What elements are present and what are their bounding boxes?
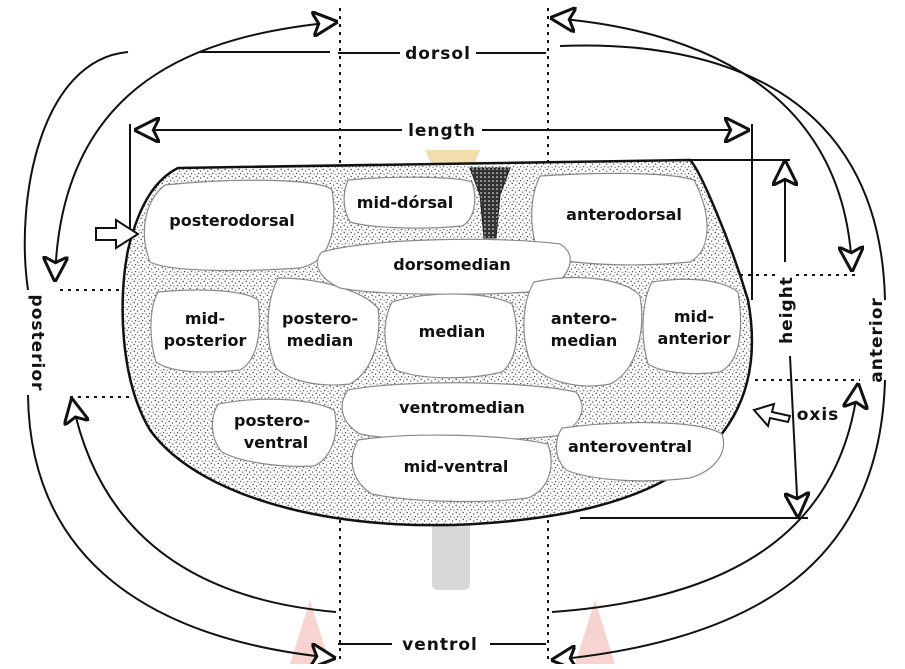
label-posteromedian-2: median	[287, 331, 354, 350]
label-posteromedian-1: postero-	[282, 309, 358, 328]
label-length: length	[408, 121, 476, 141]
cell-mid-anterior	[643, 279, 740, 373]
label-ventromedian: ventromedian	[399, 398, 525, 417]
label-median: median	[419, 322, 486, 341]
label-anteromedian-2: median	[551, 331, 618, 350]
label-dorsal: dorsol	[405, 44, 471, 64]
label-anteroventral: anteroventral	[568, 437, 692, 456]
label-mid-ventral: mid-ventral	[404, 457, 509, 476]
label-posterior: posterior	[27, 295, 47, 392]
label-mid-posterior-1: mid-	[185, 309, 225, 328]
label-mid-anterior-1: mid-	[674, 307, 714, 326]
pointer-arrow-icon	[754, 404, 790, 426]
label-height: height	[777, 276, 797, 344]
label-posteroventral-2: ventral	[244, 433, 309, 452]
label-mid-dorsal: mid-dórsal	[357, 193, 453, 212]
label-ventral: ventrol	[402, 635, 478, 655]
label-anterodorsal: anterodorsal	[566, 205, 682, 224]
label-axis: oxis	[797, 405, 840, 425]
label-anterior: anterior	[867, 297, 887, 383]
label-dorsomedian: dorsomedian	[393, 255, 511, 274]
label-anteromedian-1: antero-	[551, 309, 617, 328]
label-mid-anterior-2: anterior	[658, 329, 731, 348]
label-posterodorsal: posterodorsal	[169, 211, 295, 230]
label-mid-posterior-2: posterior	[164, 331, 247, 350]
label-posteroventral-1: postero-	[234, 411, 310, 430]
